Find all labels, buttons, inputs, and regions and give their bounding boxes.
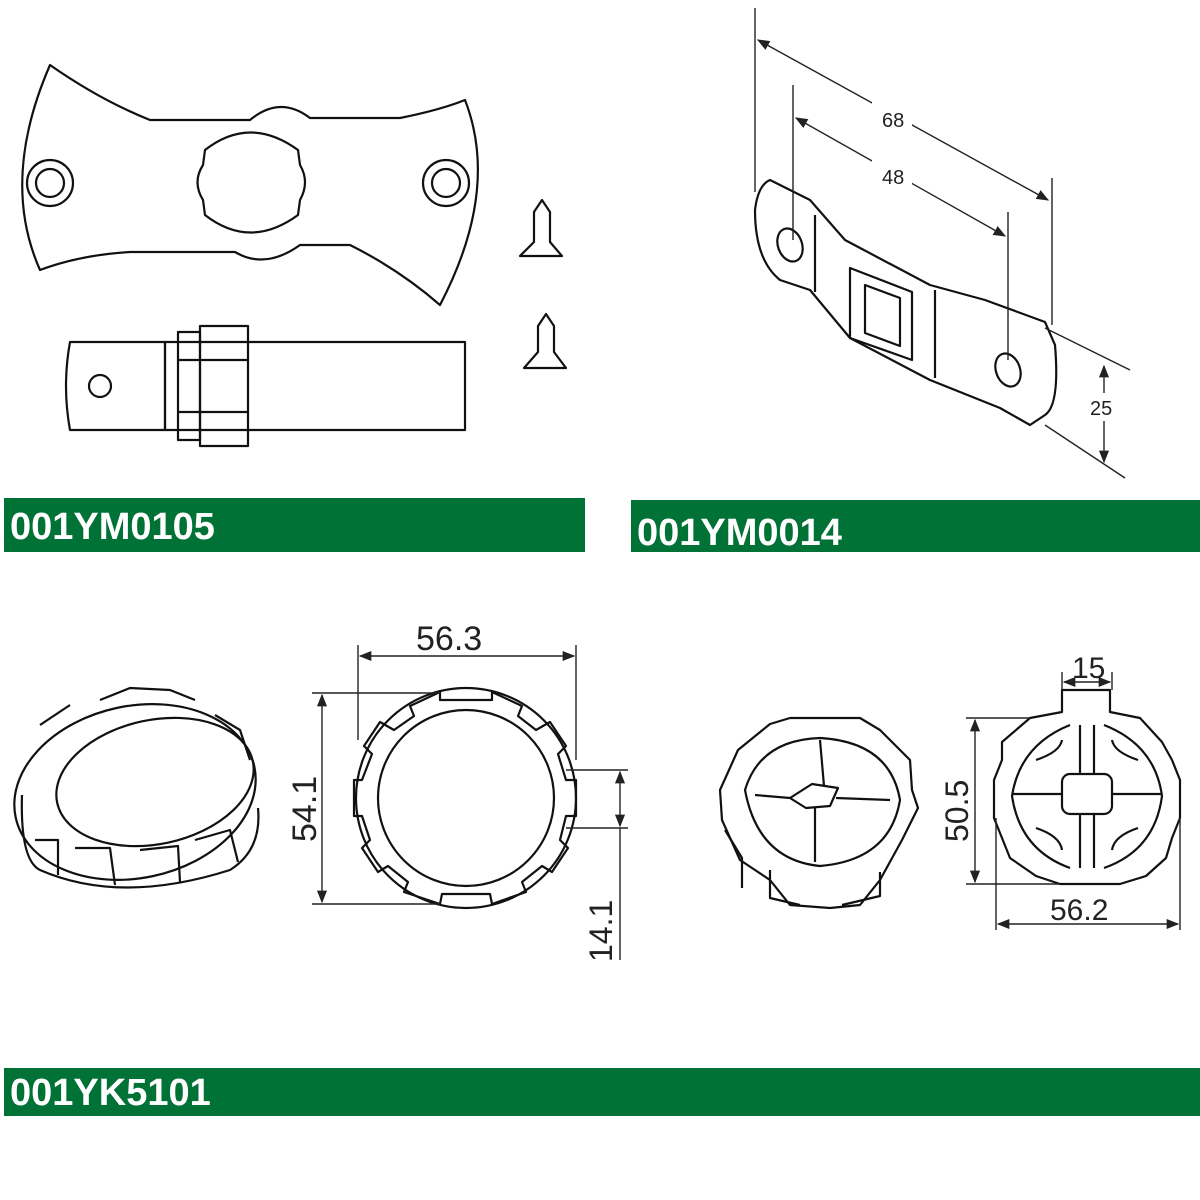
dim-c-adapter-slot: 15: [1072, 652, 1105, 685]
part-b-strap-bracket: [753, 178, 1058, 427]
label-part-a: 001YM0105: [10, 506, 215, 548]
part-c-adapter-front: [992, 688, 1182, 886]
part-c-ring-iso: [13, 686, 260, 889]
part-b-dimension-lines: [754, 8, 1131, 479]
dim-c-ring-height: 54.1: [286, 776, 324, 842]
part-a-rivet-upper: [518, 198, 564, 258]
label-bar-part-b: 001YM0014: [631, 500, 1200, 552]
dim-b-length-outer: 68: [882, 110, 904, 132]
part-c-ring-dimension-lines: [312, 645, 628, 960]
dim-b-length-inner: 48: [882, 167, 904, 189]
part-c-ring-front: [352, 686, 578, 910]
dim-c-adapter-width: 56.2: [1050, 894, 1108, 927]
dim-c-adapter-height: 50.5: [939, 780, 975, 842]
dim-b-width: 25: [1090, 398, 1112, 420]
part-a-rivet-lower: [522, 312, 568, 370]
part-c-adapter-iso: [718, 716, 920, 910]
label-part-b: 001YM0014: [637, 512, 842, 552]
part-a-bracket-plate: [21, 63, 479, 307]
dim-c-ring-notch: 14.1: [583, 900, 619, 962]
label-part-c: 001YK5101: [10, 1072, 211, 1114]
label-bar-part-c: 001YK5101: [4, 1068, 1200, 1116]
part-c-adapter-dimension-lines: [966, 672, 1181, 930]
part-a-square-shaft: [64, 324, 467, 448]
dim-c-ring-width: 56.3: [416, 620, 482, 658]
label-bar-part-a: 001YM0105: [4, 498, 585, 552]
